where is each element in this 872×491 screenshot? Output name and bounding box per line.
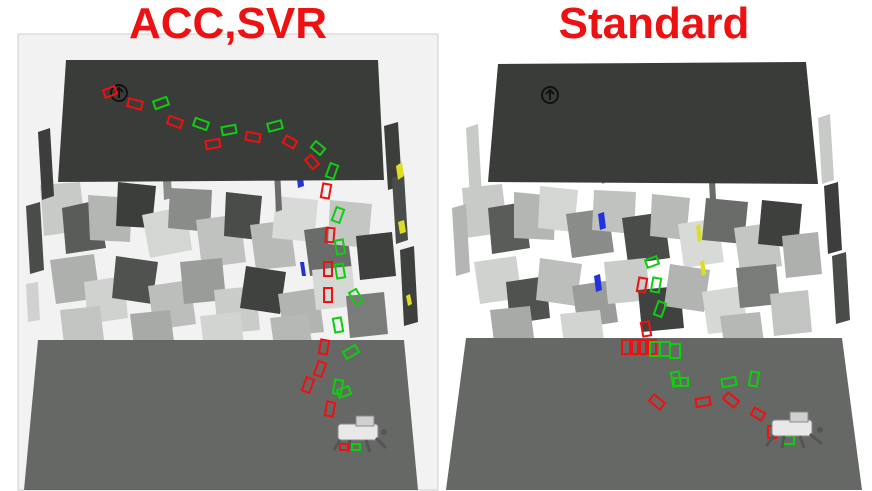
up-arrow-circle-icon: [541, 86, 559, 104]
quadruped-robot-icon: [332, 415, 388, 453]
left-panel-title: ACC,SVR: [128, 0, 328, 48]
right-green-trail: [643, 254, 795, 445]
right-panel-title: Standard: [558, 0, 750, 48]
left-panel: [17, 33, 439, 491]
right-debris-field: [452, 114, 850, 344]
left-red-trail: [101, 84, 337, 418]
left-green-trail: [151, 95, 365, 400]
right-panel: [446, 62, 862, 490]
left-top-slab: [58, 60, 384, 182]
left-debris-field: [26, 118, 418, 348]
quadruped-robot-icon: [764, 411, 823, 449]
right-top-slab: [488, 62, 818, 184]
left-floor: [24, 340, 418, 490]
